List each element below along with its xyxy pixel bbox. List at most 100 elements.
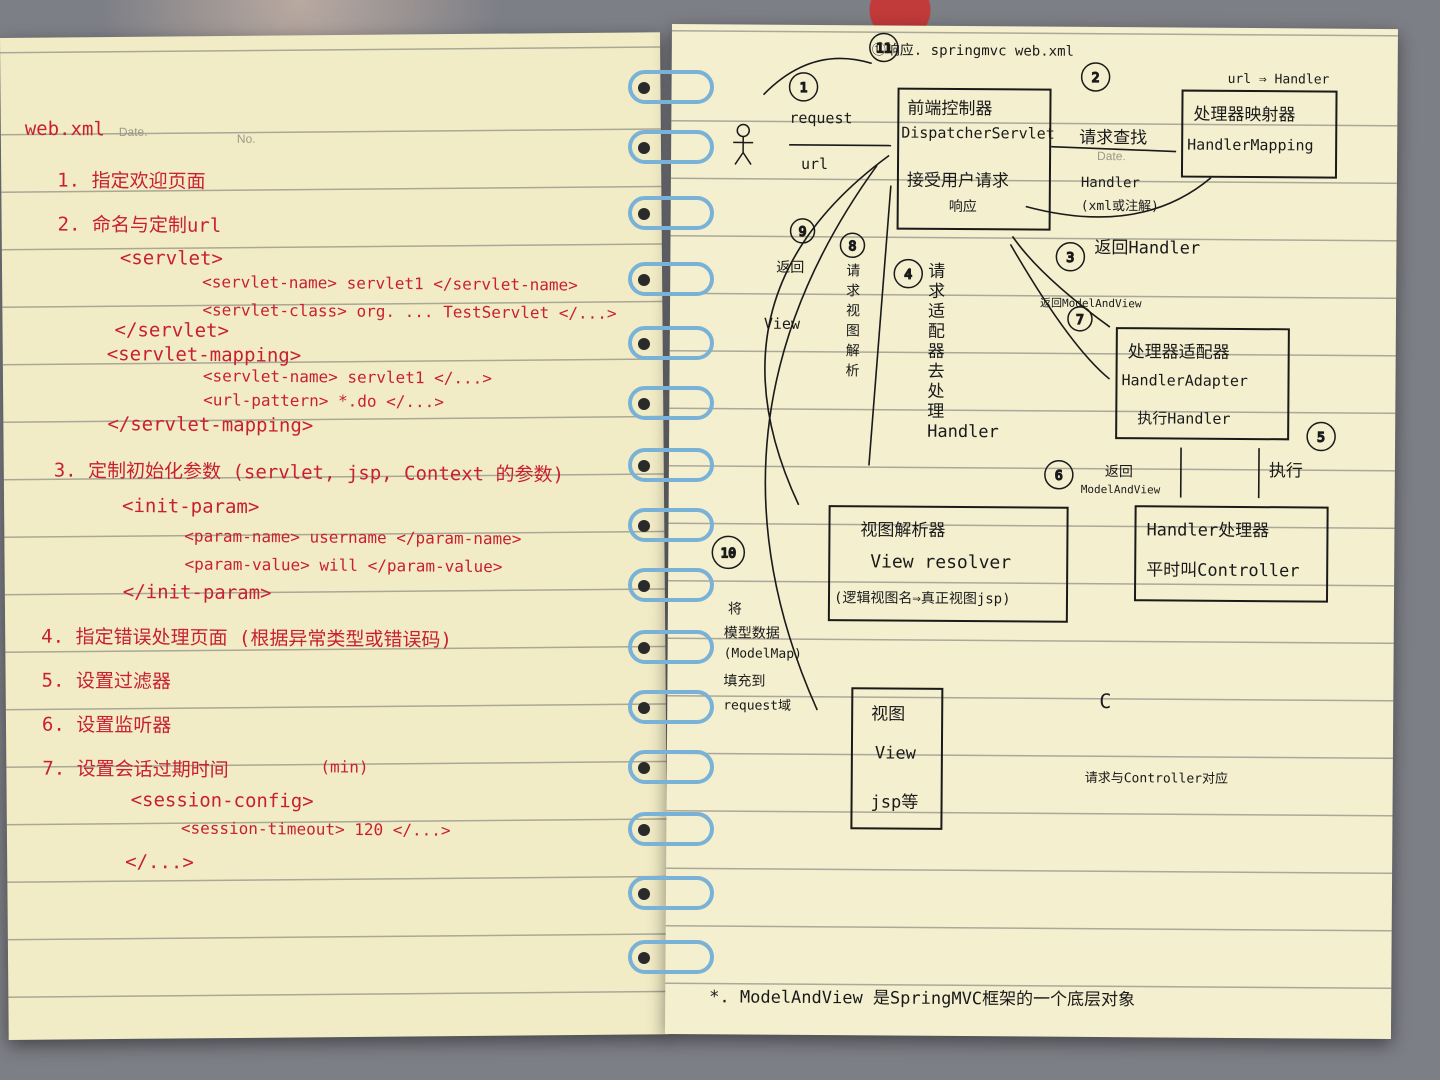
spiral-ring <box>628 130 714 164</box>
spiral-ring <box>628 70 714 104</box>
step10-line: (ModelMap) <box>723 646 802 662</box>
step-circle-8 <box>839 232 866 259</box>
box-line: DispatcherServlet <box>901 123 1055 143</box>
step-number: 10 <box>720 546 736 561</box>
arrow-return-handler <box>1025 177 1212 218</box>
box-line: 执行Handler <box>1137 409 1231 428</box>
step6-line: ModelAndView <box>1080 482 1161 497</box>
spiral-ring <box>628 448 714 482</box>
note-line: 3. 定制初始化参数 (servlet, jsp, Context 的参数) <box>53 459 565 486</box>
note-line: </init-param> <box>122 580 272 605</box>
note-line: <session-timeout> 120 </...> <box>180 818 451 840</box>
step-circle-2 <box>1080 62 1111 92</box>
note-line: 1. 指定欢迎页面 <box>57 169 206 193</box>
step8-label: 请求视图解析 <box>845 263 861 380</box>
handler-return-line: Handler <box>1080 174 1140 192</box>
url-handler-note: url ⇒ Handler <box>1227 71 1330 88</box>
step-circle-4 <box>893 258 924 289</box>
arrow-return-mav <box>1011 235 1111 328</box>
arrow-response-user <box>762 57 872 96</box>
note-line: (min) <box>320 757 369 777</box>
note-line: <servlet-class> org. ... TestServlet </.… <box>202 300 617 323</box>
step10-line: request域 <box>723 698 792 714</box>
box-line: HandlerAdapter <box>1121 371 1249 391</box>
note-line: <servlet-mapping> <box>106 343 302 367</box>
spiral-ring <box>628 568 714 602</box>
arrow-find-handler <box>1051 145 1177 153</box>
view-resolver-box: 视图解析器 View resolver (逻辑视图名⇒真正视图jsp) <box>827 505 1069 623</box>
spiral-ring <box>628 386 714 420</box>
note-line: <init-param> <box>121 494 260 519</box>
arrow-view-resolve <box>868 185 892 466</box>
step10-line: 填充到 <box>723 673 766 690</box>
handler-return-line: (xml或注解) <box>1080 198 1159 215</box>
step10-line: 模型数据 <box>723 625 780 642</box>
box-line: 接受用户请求 <box>906 170 1009 192</box>
box-line: 处理器适配器 <box>1127 342 1230 363</box>
note-line: <param-value> will </param-value> <box>184 554 503 577</box>
spiral-binding <box>628 30 716 1030</box>
step-number: 8 <box>848 239 856 254</box>
note-line: <url-pattern> *.do </...> <box>203 390 445 412</box>
note-line: <session-config> <box>130 788 314 813</box>
step6-line: 返回 <box>1104 464 1133 481</box>
step-number: 4 <box>904 268 912 283</box>
note-line: </servlet-mapping> <box>107 413 314 437</box>
note-line: <servlet-name> servlet1 </servlet-name> <box>202 272 578 295</box>
step-circle-11 <box>869 32 899 63</box>
step-circle-6 <box>1044 459 1074 490</box>
box-line: View <box>874 743 916 764</box>
note-line: <param-name> username </param-name> <box>184 526 522 549</box>
arrow-return-view <box>764 154 890 506</box>
spiral-ring <box>628 326 714 360</box>
handler-mapping-box: 处理器映射器 HandlerMapping <box>1180 89 1338 179</box>
heading-web-xml: web.xml <box>24 117 105 141</box>
spiral-ring <box>628 876 714 910</box>
step-number: 1 <box>800 81 808 96</box>
note-line: </servlet> <box>114 319 230 343</box>
spiral-ring <box>628 630 714 664</box>
step-number: 2 <box>1092 71 1100 86</box>
handler-adapter-box: 处理器适配器 HandlerAdapter 执行Handler <box>1115 327 1290 441</box>
arrow-fill-model <box>764 164 878 711</box>
box-line: 处理器映射器 <box>1193 104 1296 126</box>
step-circle-10 <box>711 535 746 570</box>
note-line: 6. 设置监听器 <box>41 713 172 737</box>
step-number: 9 <box>799 225 807 240</box>
step2-label: 请求查找 <box>1079 127 1148 149</box>
step-number: 5 <box>1317 431 1325 446</box>
step9-line: 返回 <box>776 259 805 276</box>
controller-note: 请求与Controller对应 <box>1084 770 1229 787</box>
step-circle-5 <box>1306 421 1336 452</box>
step7-label: 返回ModelAndView <box>1040 296 1142 311</box>
controller-box: Handler处理器 平时叫Controller <box>1133 505 1329 603</box>
title-springmvc: ⑪响应. springmvc web.xml <box>871 42 1075 60</box>
spiral-ring <box>628 196 714 230</box>
note-line: <servlet-name> servlet1 </...> <box>202 366 493 388</box>
url-label: url <box>800 154 829 174</box>
spiral-ring <box>628 750 714 784</box>
box-line: View resolver <box>870 551 1012 574</box>
box-line: 平时叫Controller <box>1146 560 1300 582</box>
box-line: (逻辑视图名⇒真正视图jsp) <box>833 590 1011 608</box>
step9-line: View <box>763 314 801 333</box>
step5-label: 执行 <box>1268 461 1303 482</box>
stick-figure-icon <box>733 123 754 165</box>
spiral-ring <box>628 508 714 542</box>
note-line: <servlet> <box>119 246 223 270</box>
footer-note: *. ModelAndView 是SpringMVC框架的一个底层对象 <box>709 987 1136 1011</box>
step4-label: 请求适配器去处理Handler <box>927 261 999 442</box>
note-line: 2. 命名与定制url <box>57 213 222 237</box>
step-number: 3 <box>1066 251 1074 266</box>
step10-line: 将 <box>727 601 742 618</box>
box-line: jsp等 <box>870 792 919 813</box>
step-circle-9 <box>789 218 816 244</box>
note-c: C <box>1099 688 1112 714</box>
request-label: request <box>789 108 853 128</box>
spiral-ring <box>628 812 714 846</box>
box-line: 视图 <box>871 704 906 725</box>
left-notebook-page: Date. No. web.xml 1. 指定欢迎页面 2. 命名与定制url … <box>0 32 669 1040</box>
